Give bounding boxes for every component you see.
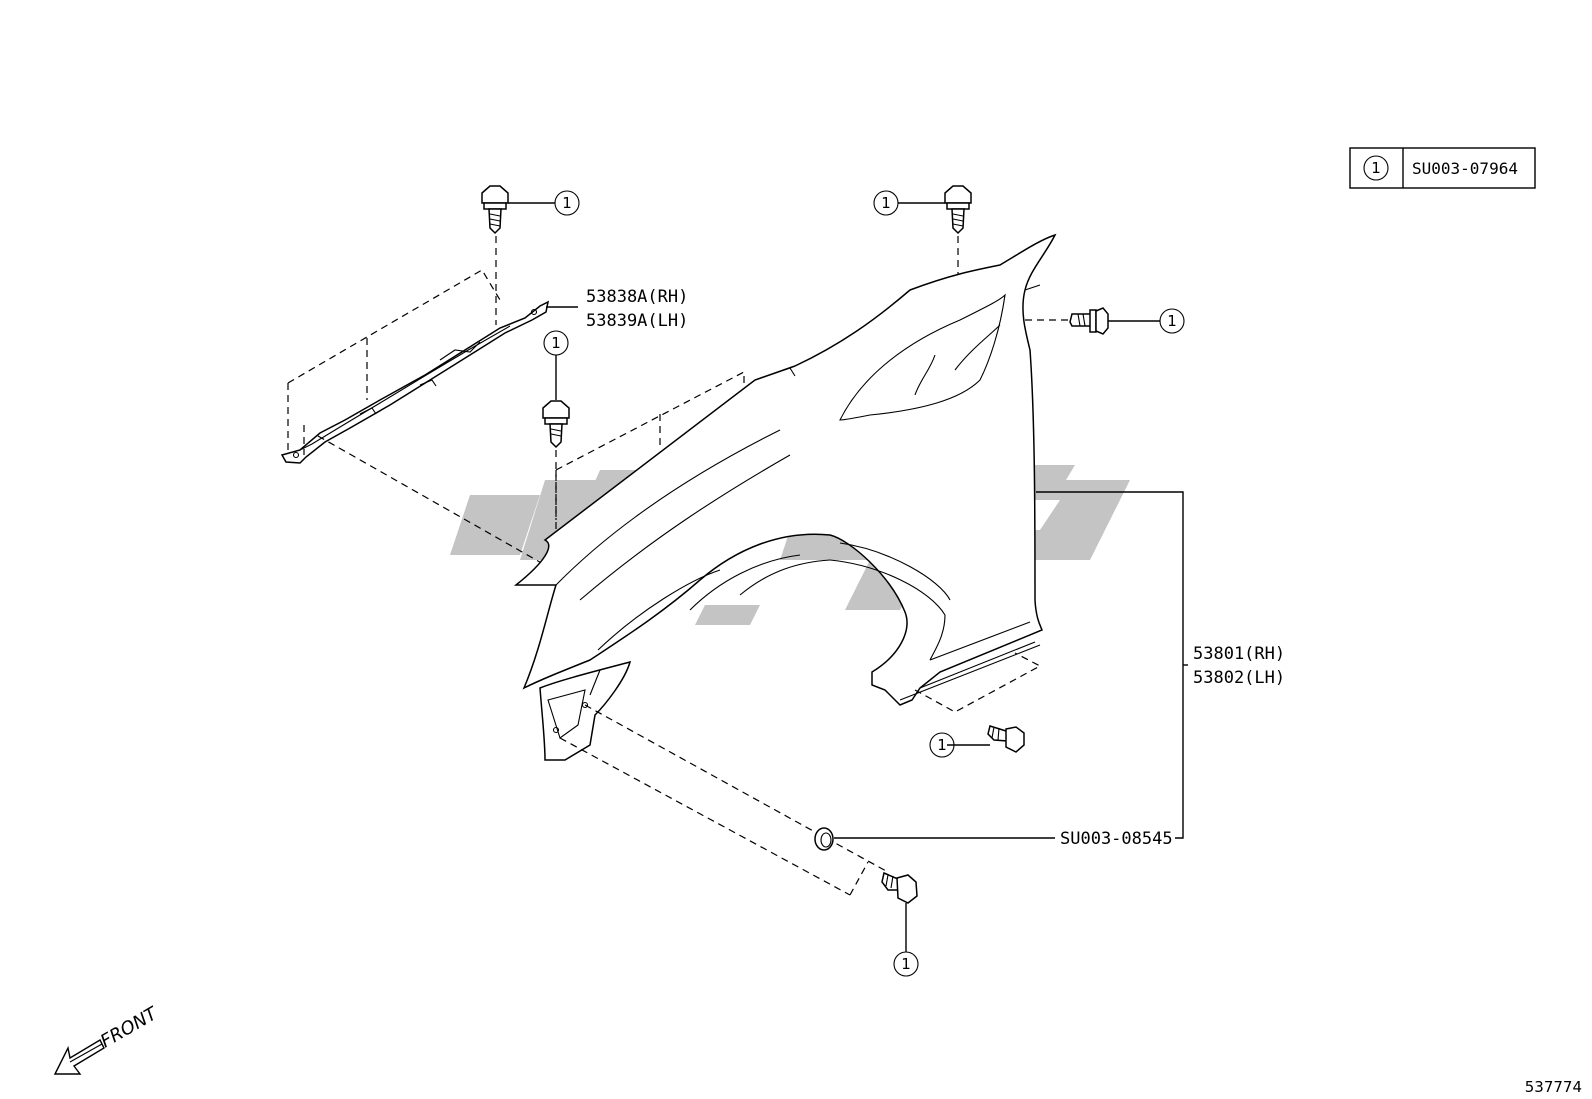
bolt-fender-side — [1069, 307, 1109, 335]
label-clip-code: SU003-08545 — [1060, 829, 1173, 849]
svg-text:1: 1 — [881, 194, 891, 212]
callout-bolt-fender-top: 1 — [873, 190, 899, 216]
bolt-bottom — [881, 871, 918, 904]
lower-dashed-guides — [559, 704, 889, 896]
diagram-number: 537774 — [1525, 1078, 1582, 1096]
fender-leader-lines — [1036, 491, 1188, 839]
bolt-top-left — [481, 185, 509, 235]
bolt-center — [542, 400, 570, 449]
front-arrow-icon — [53, 1039, 105, 1075]
callout-bolt-fender-bottom: 1 — [929, 732, 955, 758]
callout-bolt-center: 1 — [543, 330, 569, 356]
label-bracket-lh: 53839A(LH) — [586, 311, 688, 331]
svg-text:1: 1 — [562, 194, 572, 212]
callout-bolt-fender-side: 1 — [1159, 308, 1185, 334]
svg-text:1: 1 — [937, 736, 947, 754]
legend-symbol: 1 — [1371, 159, 1381, 177]
svg-text:1: 1 — [551, 334, 561, 352]
label-fender-lh: 53802(LH) — [1193, 668, 1285, 688]
label-bracket-rh: 53838A(RH) — [586, 287, 688, 307]
fender-bottom-dashed-guides — [914, 652, 1042, 713]
front-fender — [513, 233, 1057, 761]
bolt-fender-top — [944, 185, 972, 235]
callout-bolt-top-left: 1 — [554, 190, 580, 216]
legend-code: SU003-07964 — [1412, 159, 1518, 178]
bracket-dashed-guides — [287, 236, 546, 566]
label-fender-rh: 53801(RH) — [1193, 644, 1285, 664]
svg-text:1: 1 — [901, 955, 911, 973]
clip — [814, 827, 834, 851]
legend-box: 1 SU003-07964 — [1349, 147, 1536, 189]
fender-bracket — [280, 300, 550, 464]
callout-bolt-bottom: 1 — [893, 951, 919, 977]
front-direction-label: FRONT — [97, 1002, 162, 1052]
svg-text:1: 1 — [1167, 312, 1177, 330]
bolt-fender-bottom — [987, 725, 1025, 753]
